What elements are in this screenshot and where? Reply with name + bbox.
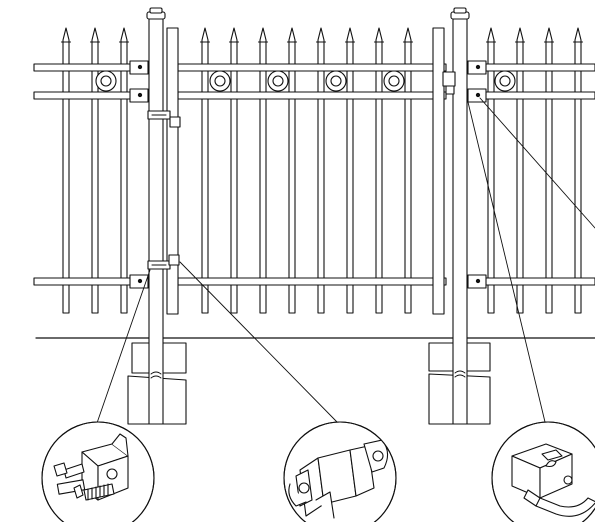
rail-brackets	[129, 60, 487, 289]
bolt-clamp-hinge-detail	[41, 421, 155, 522]
gate-latch-detail	[491, 421, 595, 522]
left-panel-ring-ornament	[95, 70, 117, 92]
right-panel-ring-ornament	[494, 70, 516, 92]
gate-ring-outer-2	[267, 70, 289, 92]
gate-latch	[442, 71, 456, 95]
right-panel-bottom-rail	[475, 277, 595, 286]
right-panel-mid-rail	[475, 91, 595, 100]
gate-ring-inner-1	[214, 75, 226, 87]
gate-ring-outer-4	[383, 70, 405, 92]
upper-gate-hinge	[147, 110, 181, 128]
gate-ring-inner-4	[388, 75, 400, 87]
gate-bottom-rail	[177, 277, 447, 286]
gate-latch-stile	[432, 27, 445, 315]
latch-post	[450, 7, 470, 425]
gate-ring-outer-1	[209, 70, 231, 92]
gate-hinge-bracket-detail	[283, 421, 397, 522]
gate-ring-ornaments	[209, 70, 405, 92]
gate-ring-inner-3	[330, 75, 342, 87]
right-fence-panel	[475, 27, 595, 314]
hinge-post	[146, 7, 166, 425]
gate-top-rail	[177, 63, 447, 72]
gate-mid-rail	[177, 91, 447, 100]
right-panel-top-rail	[475, 63, 595, 72]
leader-lines	[96, 97, 595, 424]
left-fence-panel	[33, 27, 149, 314]
lower-gate-hinge	[147, 254, 180, 270]
gate-hinge-stile	[166, 27, 179, 315]
gate-leaf	[166, 27, 447, 315]
gate-ring-inner-2	[272, 75, 284, 87]
gate-ring-outer-3	[325, 70, 347, 92]
